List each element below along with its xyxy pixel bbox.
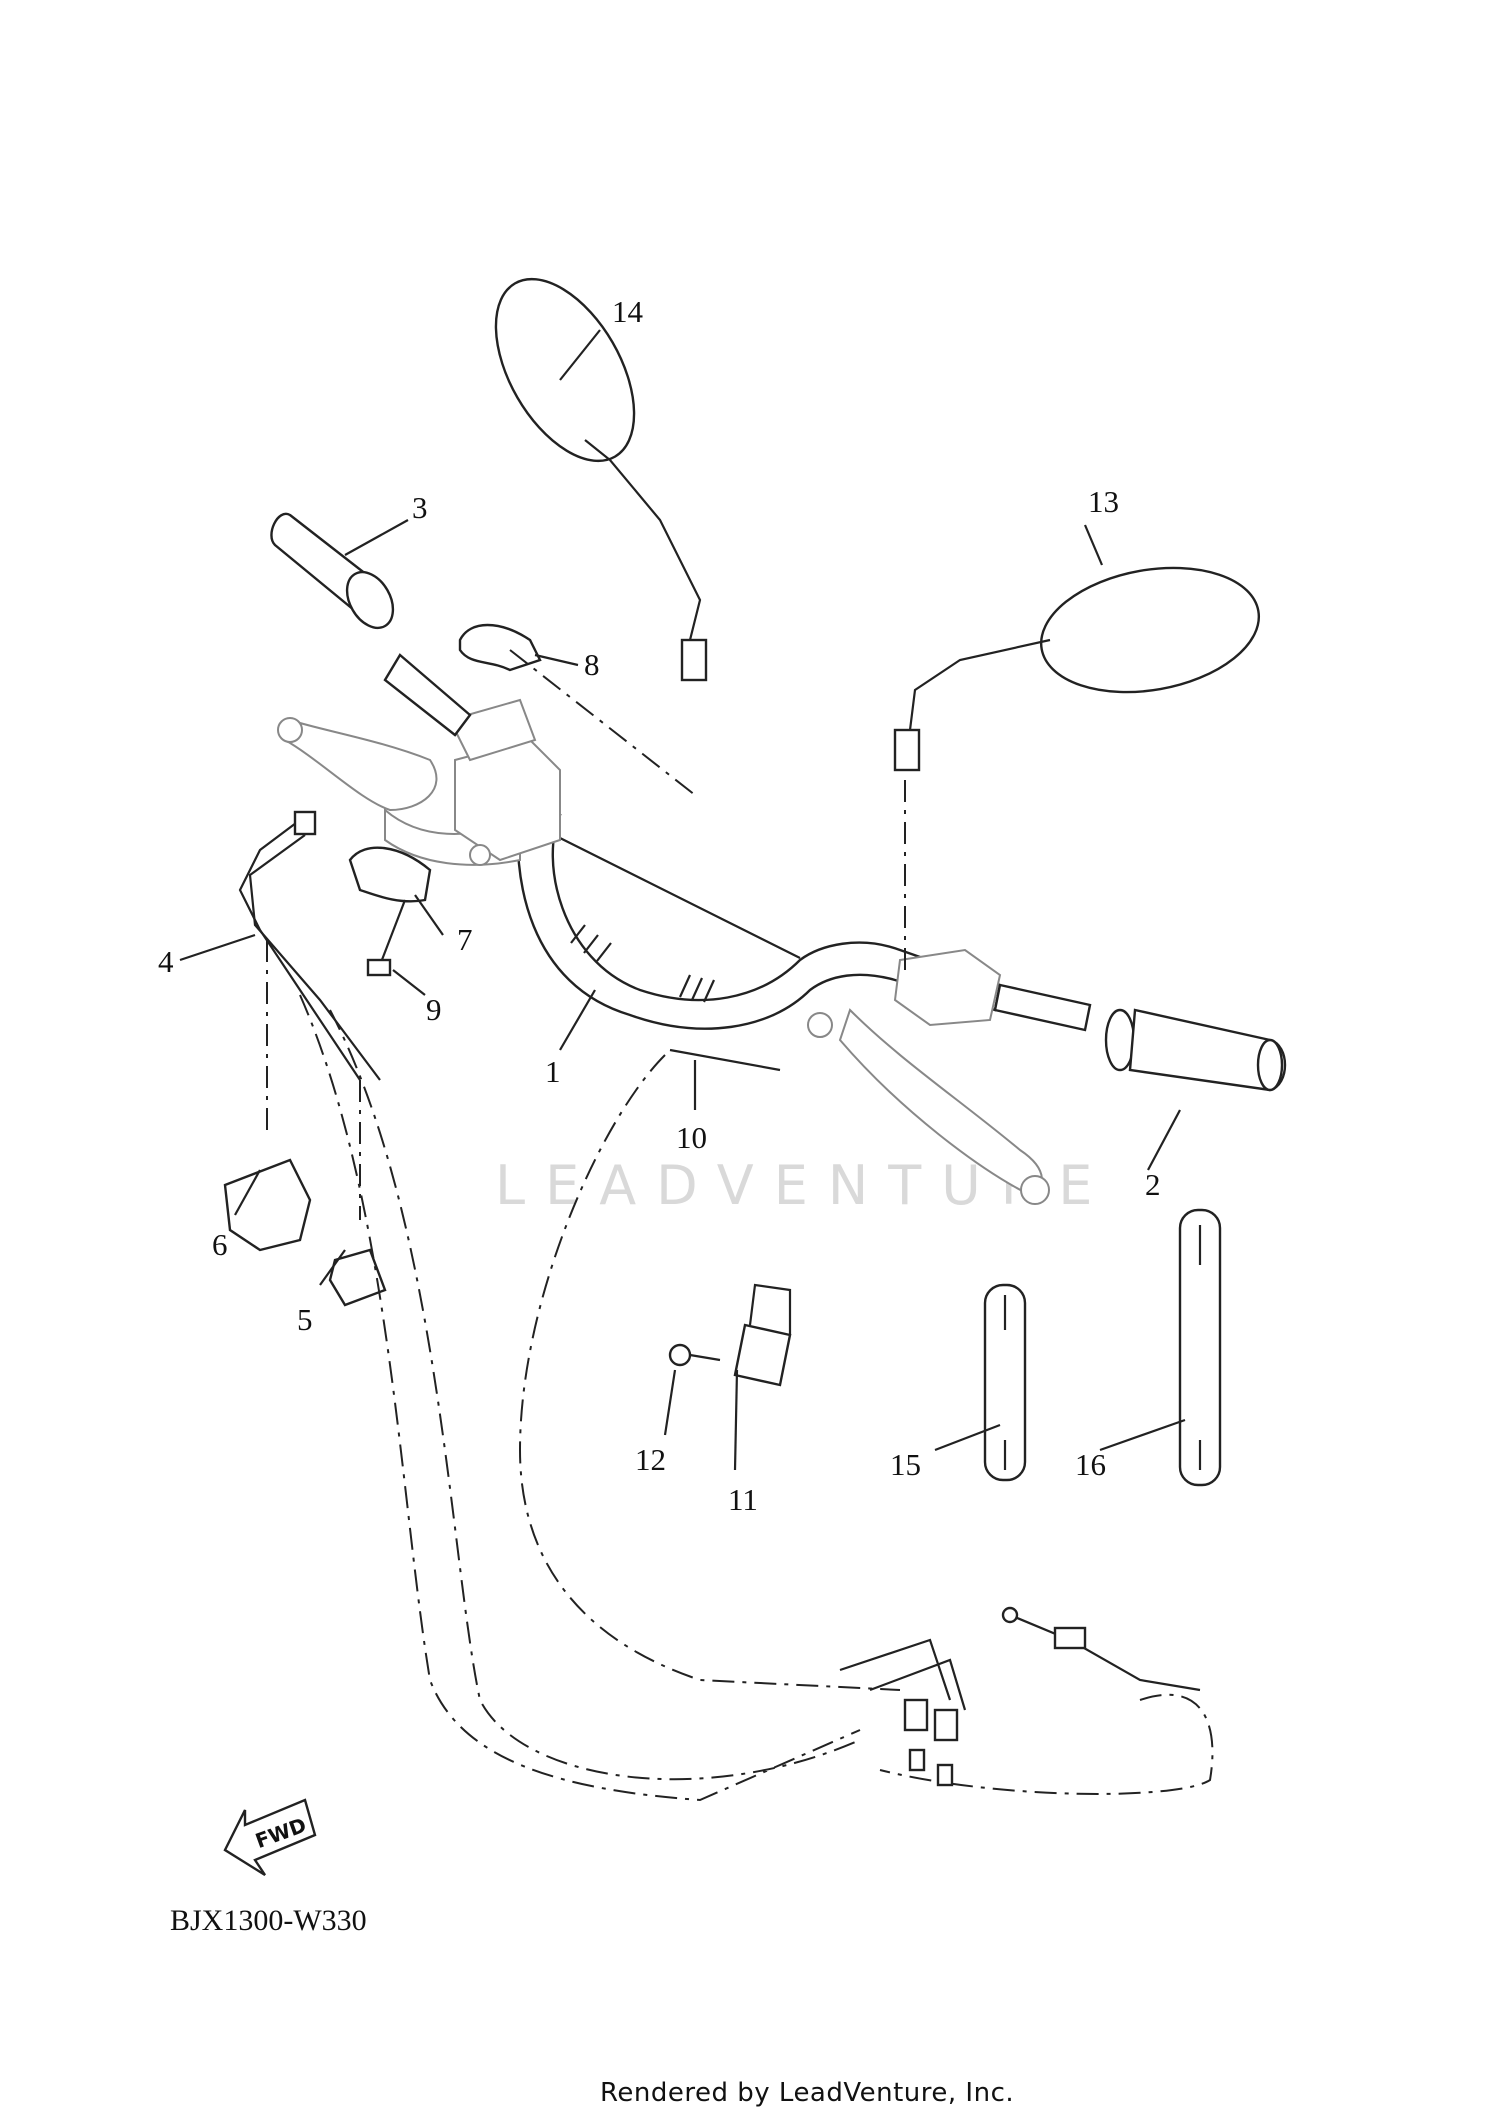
cable-route-lines [266,649,1214,1802]
callout-7[interactable]: 7 [457,922,473,957]
callout-3[interactable]: 3 [412,490,428,525]
right-lever-assembly [807,948,1050,1205]
callout-14[interactable]: 14 [612,294,644,329]
callout-5[interactable]: 5 [297,1302,313,1337]
plate-16[interactable] [1178,1208,1222,1487]
right-grip[interactable] [993,983,1287,1092]
leader-lines [179,329,1186,1471]
callout-15[interactable]: 15 [890,1447,921,1482]
clutch-cable[interactable] [518,1048,901,1691]
callout-11[interactable]: 11 [728,1482,758,1517]
callout-8[interactable]: 8 [584,647,600,682]
left-mirror[interactable] [467,256,708,682]
callout-2[interactable]: 2 [1145,1167,1161,1202]
screw-12[interactable] [668,1343,721,1367]
clip-5[interactable] [328,1248,387,1307]
bolt-9[interactable] [366,899,407,977]
left-grip[interactable] [270,512,472,737]
bracket-11[interactable] [733,1283,792,1387]
callout-1[interactable]: 1 [545,1054,561,1089]
fwd-arrow-icon: FWD [223,1798,317,1877]
callout-10[interactable]: 10 [676,1120,707,1155]
callout-9[interactable]: 9 [426,992,442,1027]
upper-holder[interactable] [458,623,542,672]
callout-6[interactable]: 6 [212,1227,228,1262]
footer-credit: Rendered by LeadVenture, Inc. [600,2078,1015,2108]
callout-16[interactable]: 16 [1075,1447,1106,1482]
right-mirror[interactable] [893,552,1269,772]
callout-13[interactable]: 13 [1088,484,1119,519]
throttle-cables[interactable] [238,810,381,1081]
plate-15[interactable] [983,1283,1027,1482]
callout-4[interactable]: 4 [158,944,174,979]
callout-12[interactable]: 12 [635,1442,666,1477]
diagram-code: BJX1300-W330 [170,1904,367,1937]
cable-guide-6[interactable] [223,1158,312,1252]
cable-end-fittings [839,1606,1201,1787]
left-lever-assembly [277,698,561,866]
lower-holder[interactable] [348,846,432,903]
